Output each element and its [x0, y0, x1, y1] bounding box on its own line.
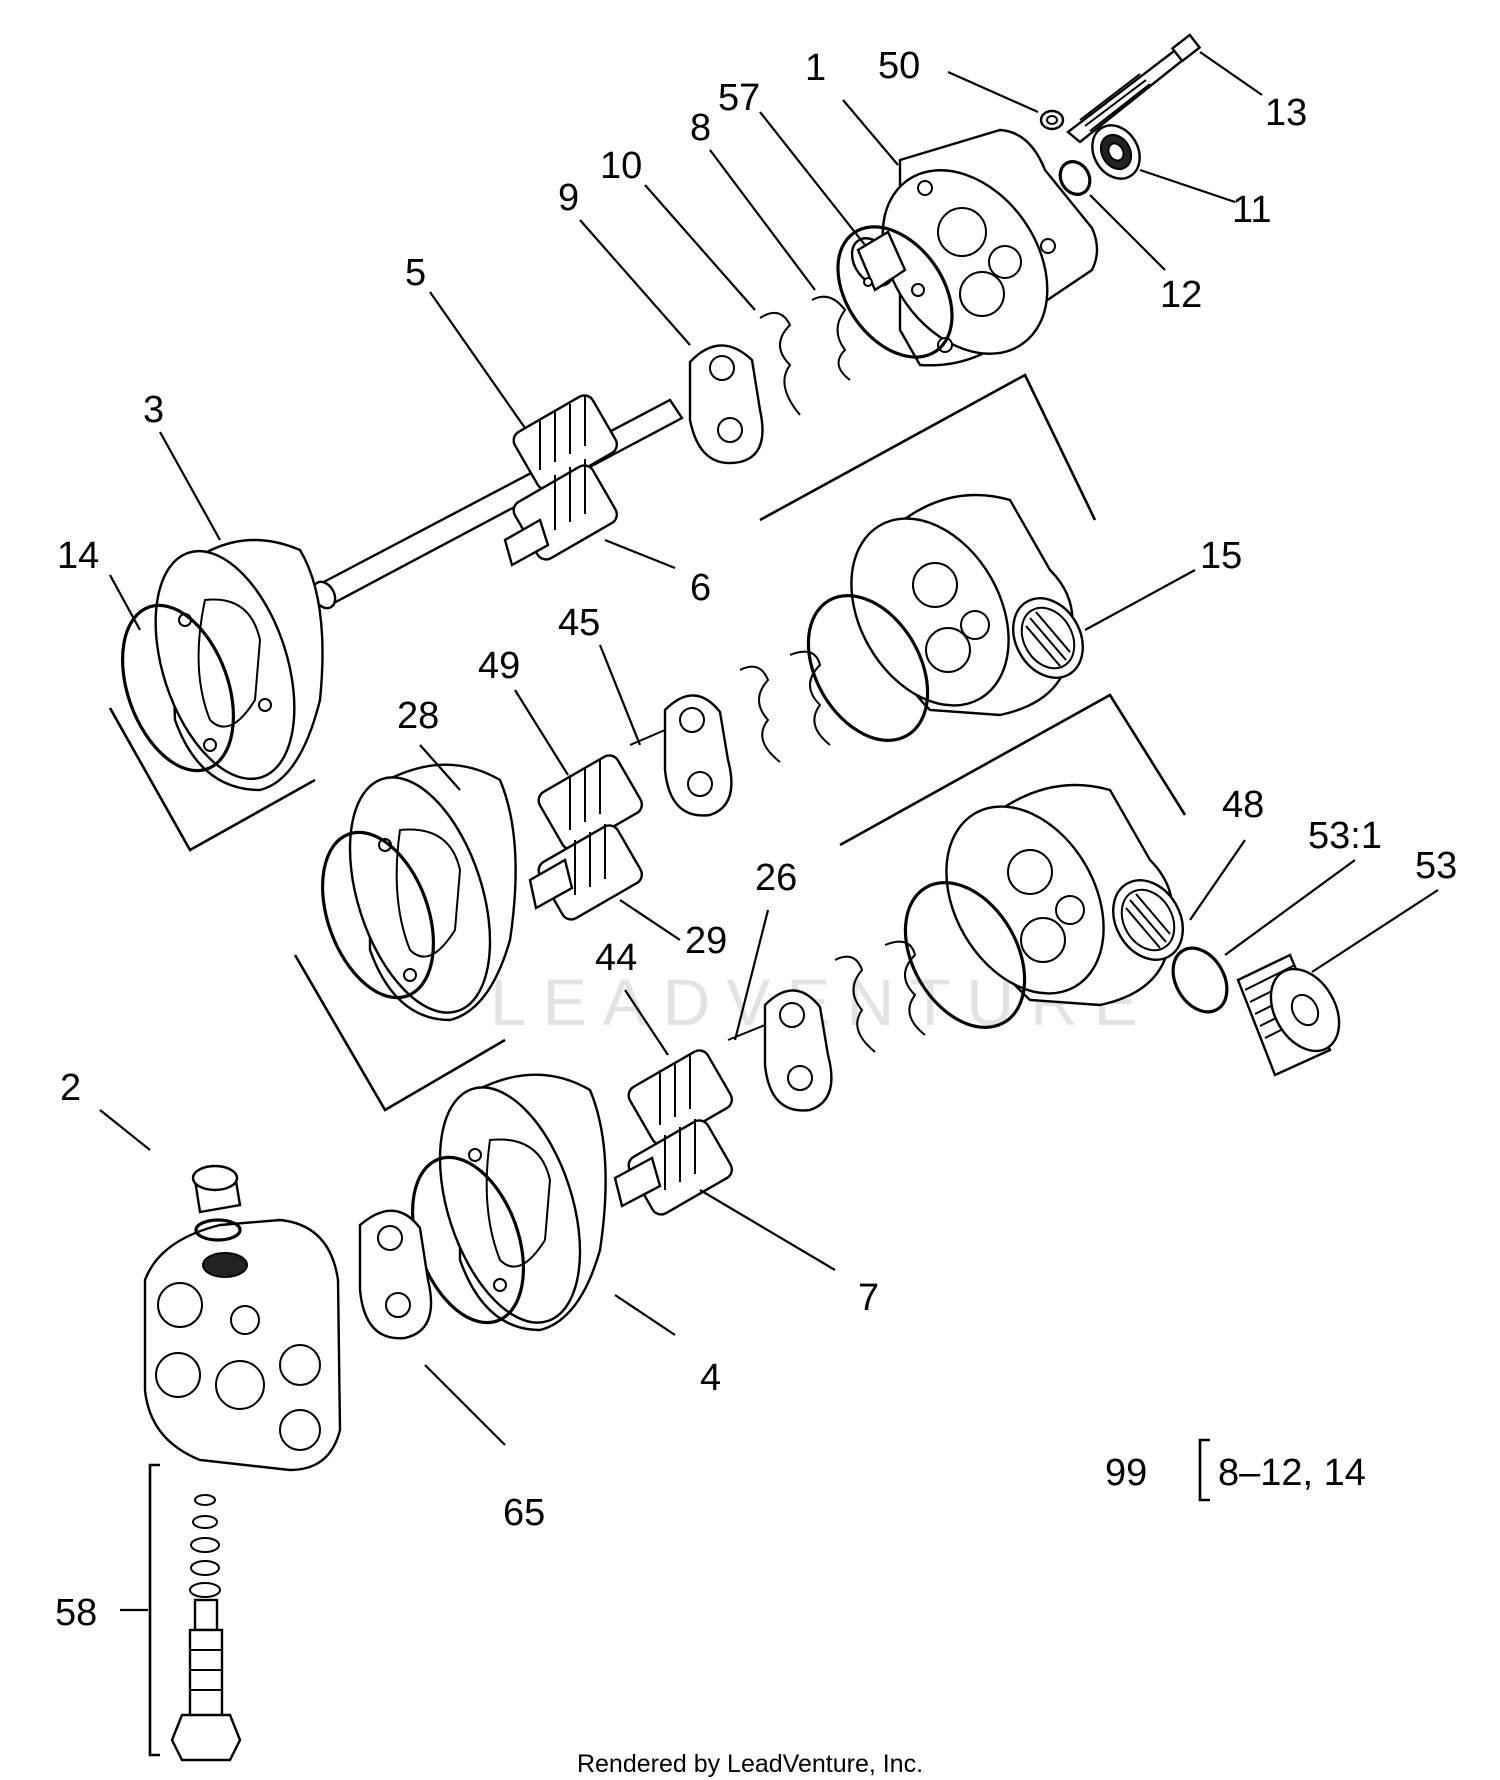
part-13-bolt	[1066, 33, 1202, 144]
part-11-seal	[1091, 124, 1141, 180]
callout-9: 9	[558, 177, 579, 219]
part-65-wear-plate	[358, 1209, 433, 1340]
callout-7: 7	[858, 1277, 879, 1319]
callout-26: 26	[755, 857, 797, 899]
part-26-wear-plate	[727, 989, 833, 1112]
part-5-drive-shaft	[311, 394, 684, 610]
part-2-rear-cover	[143, 1218, 342, 1472]
kit-range: 8–12, 14	[1218, 1452, 1366, 1494]
callout-57: 57	[718, 77, 760, 119]
part-29-idler-gear	[528, 824, 644, 921]
part-9-wear-plate	[688, 344, 764, 465]
part-53-plug	[1236, 953, 1341, 1077]
callout-4: 4	[700, 1357, 721, 1399]
part-48-oring	[903, 881, 1027, 1029]
callout-48: 48	[1222, 784, 1264, 826]
part-57-bushing	[850, 230, 907, 292]
part-15-gear-housing	[850, 493, 1084, 717]
part-58-relief-valve	[170, 1494, 242, 1762]
part-10-seal	[759, 295, 851, 416]
callout-15: 15	[1200, 535, 1242, 577]
callout-12: 12	[1160, 274, 1202, 316]
part-1-front-cover	[881, 128, 1099, 367]
part-44-drive-gear	[627, 1049, 734, 1146]
part-4-gear-plate	[438, 1073, 607, 1332]
callout-53-1: 53:1	[1308, 815, 1382, 857]
callout-44: 44	[595, 937, 637, 979]
assembly-brackets	[108, 373, 1210, 1757]
callout-13: 13	[1265, 92, 1307, 134]
callout-49: 49	[478, 645, 520, 687]
part-50-washer	[1039, 109, 1065, 131]
part-2-fill-plug	[191, 1164, 242, 1242]
part-8-oring	[836, 225, 954, 359]
footer-credit: Rendered by LeadVenture, Inc.	[577, 1750, 923, 1778]
callout-1: 1	[805, 47, 826, 89]
callout-50: 50	[878, 45, 920, 87]
callout-6: 6	[690, 567, 711, 609]
part-15-seals	[739, 650, 831, 763]
callout-45: 45	[558, 602, 600, 644]
callout-8: 8	[690, 107, 711, 149]
kit-number: 99	[1105, 1452, 1147, 1494]
part-53-1-oring	[1171, 946, 1229, 1014]
callout-29: 29	[685, 920, 727, 962]
callout-28: 28	[397, 695, 439, 737]
part-12-oring	[1058, 160, 1092, 196]
leader-lines	[99, 51, 1439, 1612]
part-15-oring	[806, 594, 930, 742]
callout-14: 14	[57, 535, 99, 577]
callouts: 1 50 57 13 8 10 9 11 12 5 3 14 6 15 45 4…	[55, 45, 1457, 1634]
callout-11: 11	[1232, 189, 1271, 231]
part-48-gear-housing	[945, 783, 1184, 1007]
part-7-idler-gear	[613, 1119, 734, 1216]
part-48-seals	[834, 940, 926, 1053]
part-28-gear-plate	[348, 763, 517, 1022]
part-6-idler-gear	[503, 459, 619, 567]
callout-65: 65	[503, 1492, 545, 1534]
callout-10: 10	[600, 145, 642, 187]
part-3-gear-plate	[154, 538, 324, 792]
callout-53: 53	[1415, 845, 1457, 887]
part-14-oring	[120, 603, 236, 773]
callout-5: 5	[405, 252, 426, 294]
callout-2: 2	[60, 1067, 81, 1109]
callout-3: 3	[143, 389, 164, 431]
part-28-oring	[320, 830, 436, 1000]
kit-reference: 99 8–12, 14	[1105, 1452, 1366, 1494]
part-45-wear-plate	[629, 694, 733, 817]
callout-58: 58	[55, 1592, 97, 1634]
